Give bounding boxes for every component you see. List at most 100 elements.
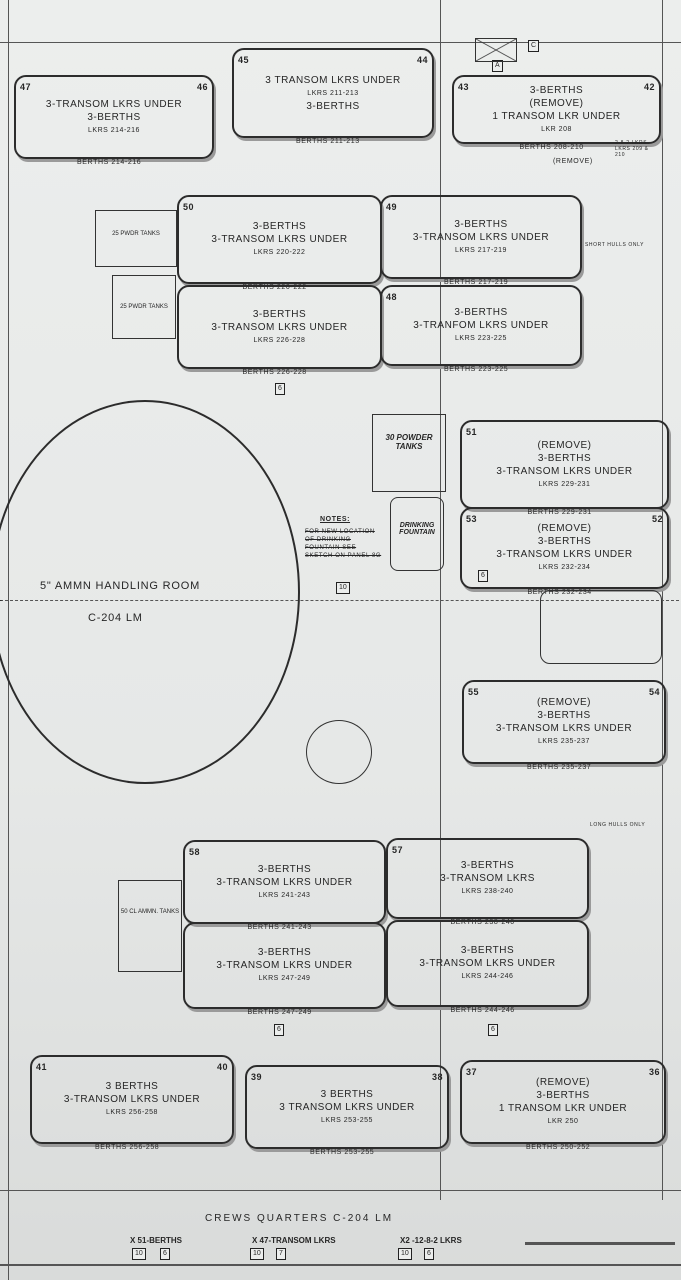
compartment-number: 50 <box>183 202 195 212</box>
notes-title: NOTES: <box>320 516 351 523</box>
footer-tag: 7 <box>276 1248 286 1260</box>
berth-block-line: LKRS 241-243 <box>258 891 311 899</box>
footer-item-berths: X 51-BERTHS <box>130 1236 183 1245</box>
berth-caption: BERTHS 214-216 <box>77 159 142 166</box>
compartment-number: 45 <box>238 55 250 65</box>
berth-block-line: (REMOVE) <box>529 97 584 109</box>
frame-line <box>0 1190 681 1191</box>
berth-block-line: 3-TRANFOM LKRS UNDER <box>413 320 549 331</box>
berth-block-line: 3-TRANSOM LKRS UNDER <box>211 321 348 333</box>
drinking-fountain: DRINKING FOUNTAIN <box>390 497 444 571</box>
berth-block-line: 3-TRANSOM LKRS UNDER <box>419 958 556 969</box>
compartment-number: 54 <box>648 687 660 697</box>
berth-block-line: LKRS 244-246 <box>461 973 514 980</box>
pwdr-tanks-b: 25 PWDR TANKS <box>112 275 176 339</box>
berth-caption: BERTHS 217-219 <box>444 279 509 286</box>
berth-block-line: 3-BERTHS <box>454 307 508 318</box>
compartment-number: 36 <box>648 1067 660 1077</box>
compartment-number: 38 <box>431 1072 443 1082</box>
berth-caption: BERTHS 256-258 <box>95 1144 160 1151</box>
berth-block-line: 3-TRANSOM LKRS UNDER <box>495 723 633 734</box>
berth-caption: BERTHS 250-252 <box>526 1144 591 1151</box>
berth-caption: BERTHS 247-249 <box>247 1009 312 1016</box>
compartment-number: 39 <box>251 1072 263 1082</box>
tag-6: 6 <box>274 1024 284 1036</box>
berth-block-line: LKRS 211-213 <box>307 89 359 97</box>
berth-block-line: 3-TRANSOM LKRS UNDER <box>496 465 633 477</box>
compartment-number: 51 <box>466 427 478 437</box>
berth-block-line: 3-TRANSOM LKRS UNDER <box>63 1094 201 1105</box>
compartment-number: 49 <box>386 202 398 212</box>
footer-title: CREWS QUARTERS C-204 LM <box>205 1213 394 1224</box>
tag-10: 10 <box>336 582 350 594</box>
berth-block-256-258: 3 BERTHS 3-TRANSOM LKRS UNDER LKRS 256-258… <box>30 1055 234 1144</box>
berth-block-line: LKRS 247-249 <box>258 975 311 982</box>
berth-block-line: 3-BERTHS <box>537 710 591 721</box>
berth-block-line: LKRS 256-258 <box>106 1109 158 1116</box>
frame-line <box>0 1264 681 1266</box>
berth-block-line: 3-TRANSOM LKRS UNDER <box>216 876 353 888</box>
footer-item-transom: X 47-TRANSOM LKRS <box>252 1236 336 1245</box>
berth-block-line: 1 TRANSOM LKR UNDER <box>498 1103 628 1114</box>
berth-block-line: LKRS 235-237 <box>538 738 590 745</box>
ammunition-handling-room <box>0 400 300 784</box>
compartment-number: 47 <box>20 82 32 92</box>
compartment-number: 58 <box>189 847 201 857</box>
berth-block-line: 3-TRANSOM LKRS UNDER <box>412 231 550 243</box>
footer-tag: 10 <box>132 1248 146 1260</box>
compartment-number: 46 <box>196 82 208 92</box>
berth-block-line: 3-BERTHS <box>460 860 515 871</box>
berth-block-line: 3-TRANSOM LKRS UNDER <box>216 960 353 971</box>
room-name: 5" AMMN HANDLING ROOM <box>40 580 201 592</box>
tag-6: 6 <box>275 383 285 395</box>
berth-block-line: 3 BERTHS <box>105 1081 159 1092</box>
powder-tanks-label: 30 POWDER TANKS <box>385 433 433 451</box>
berth-caption: BERTHS 235-237 <box>527 764 592 771</box>
berth-block-line: LKRS 238-240 <box>461 888 514 895</box>
berth-block-line: 3-BERTHS <box>537 452 592 464</box>
pwdr-tanks-a-label: 25 PWDR TANKS <box>112 231 160 237</box>
berth-block-line: LKRS 229-231 <box>538 480 591 488</box>
berth-caption: BERTHS 229-231 <box>527 509 592 516</box>
footer-tag: 10 <box>398 1248 412 1260</box>
berth-caption: BERTHS 253-255 <box>310 1149 375 1156</box>
compartment-number: 53 <box>466 514 478 524</box>
ladder-trunk <box>540 590 662 664</box>
compartment-number: 37 <box>466 1067 478 1077</box>
berth-block-line: (REMOVE) <box>537 523 592 534</box>
berth-block-line: (REMOVE) <box>536 1077 590 1088</box>
tag-c: C <box>528 40 540 52</box>
crossed-box-icon <box>475 38 517 62</box>
berth-caption: BERTHS 238-240 <box>450 919 515 926</box>
footer-item-lockers: X2 -12-8-2 LKRS <box>400 1236 462 1245</box>
footer-tag: 10 <box>250 1248 264 1260</box>
cl-ammo-tanks-label: 50 CL AMMN. TANKS <box>120 909 180 915</box>
short-hulls-label: SHORT HULLS ONLY <box>585 242 645 248</box>
berth-caption: BERTHS 244-246 <box>450 1007 515 1014</box>
lockers-209-label: 2-8-2 LKRS LKRS 209 & 210 <box>615 140 649 158</box>
berth-caption: BERTHS 226-228 <box>242 369 307 376</box>
footer-tag: 6 <box>424 1248 434 1260</box>
berth-block-line: 3-TRANSOM LKRS UNDER <box>45 98 183 110</box>
berth-block-line: 3-BERTHS <box>306 100 360 112</box>
pwdr-tanks-a: 25 PWDR TANKS <box>95 210 177 267</box>
compartment-number: 55 <box>468 687 480 697</box>
berth-block-line: 3-BERTHS <box>252 221 307 232</box>
compartment-number: 41 <box>36 1062 48 1072</box>
berth-block-line: (REMOVE) <box>537 697 591 708</box>
berth-block-line: 3 BERTHS <box>320 1088 374 1100</box>
berth-block-line: 3-BERTHS <box>537 536 592 547</box>
powder-tanks: 30 POWDER TANKS <box>372 414 446 492</box>
compartment-number: 52 <box>651 514 663 524</box>
ventilation-trunk <box>306 720 372 784</box>
